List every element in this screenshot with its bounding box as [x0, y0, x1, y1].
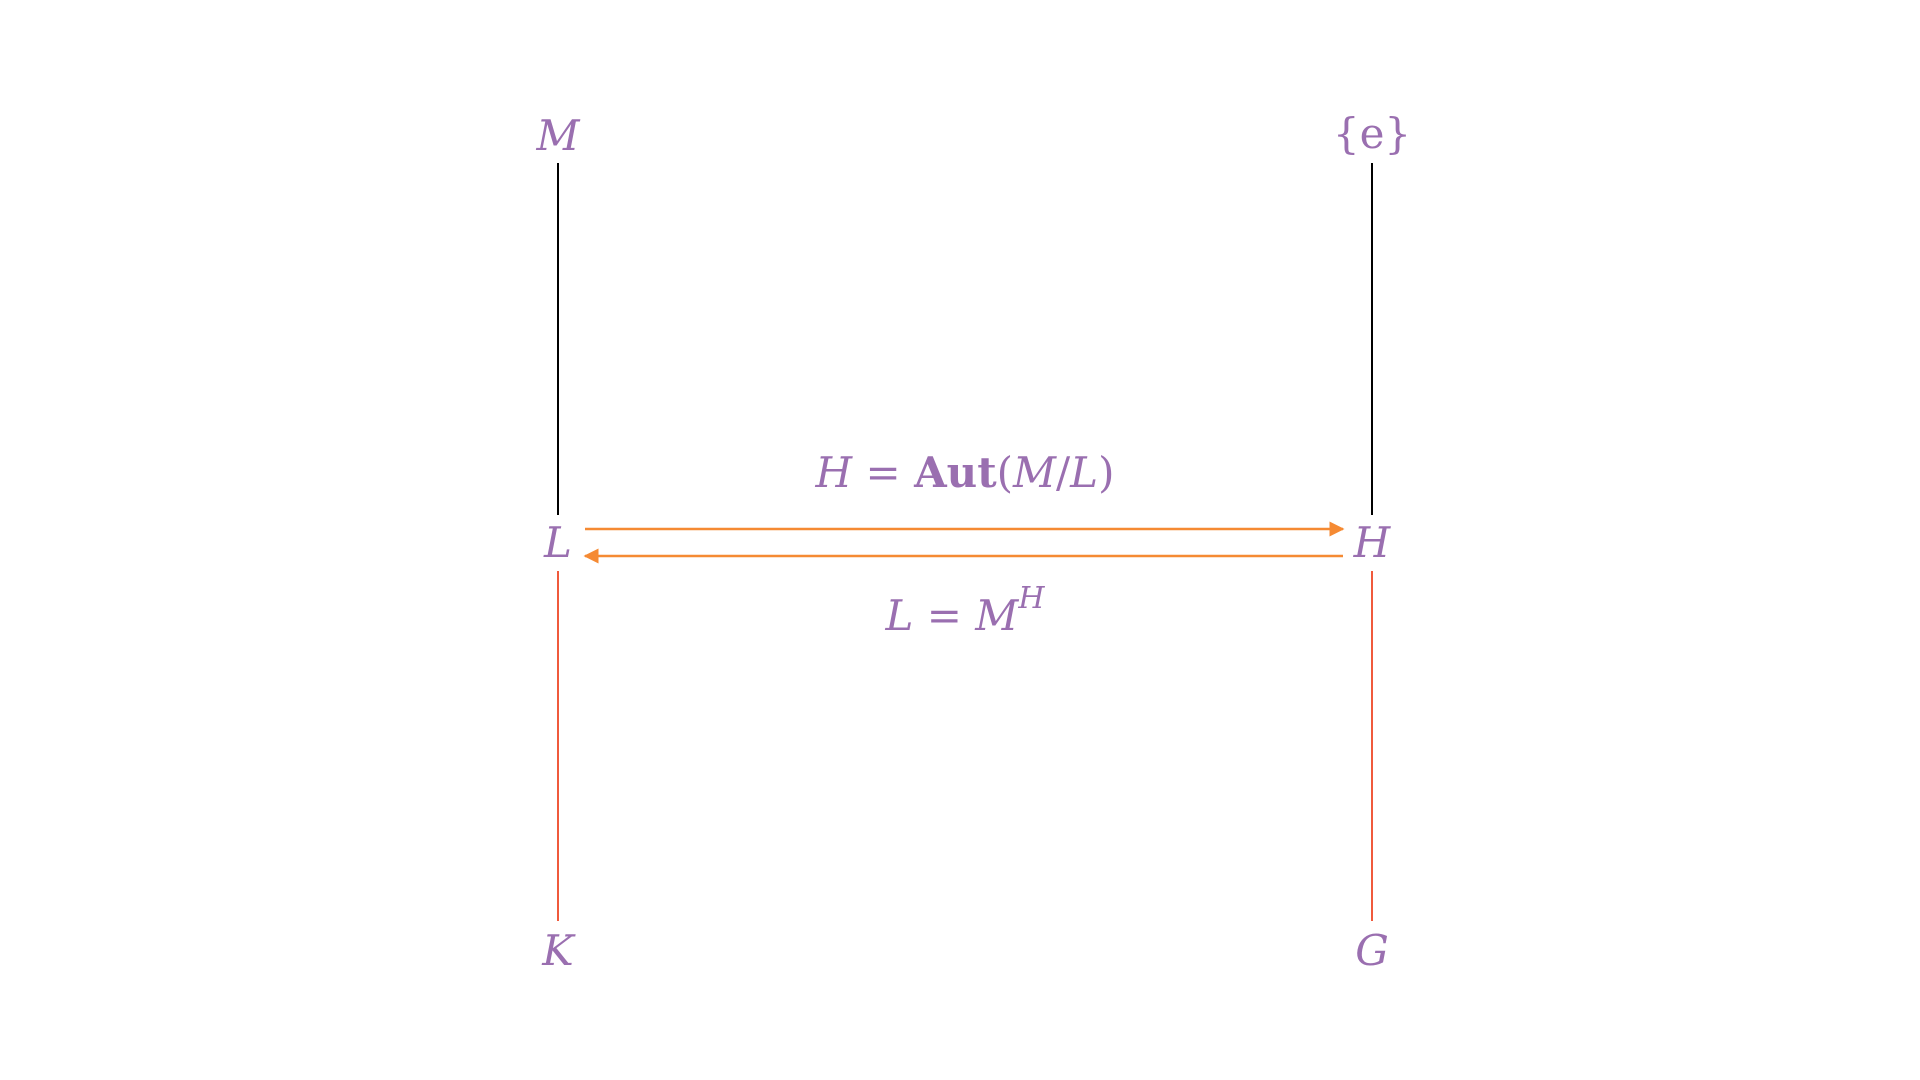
node-G: G	[1355, 926, 1389, 975]
edge-label-fixed-field: L = MH	[885, 581, 1046, 640]
edge-label-aut: H = Aut(M/L)	[815, 448, 1115, 497]
node-trivial-group: {e}	[1333, 109, 1411, 158]
node-K: K	[541, 926, 576, 975]
node-L: L	[543, 518, 572, 567]
node-H: H	[1353, 518, 1392, 567]
node-M: M	[535, 111, 580, 160]
